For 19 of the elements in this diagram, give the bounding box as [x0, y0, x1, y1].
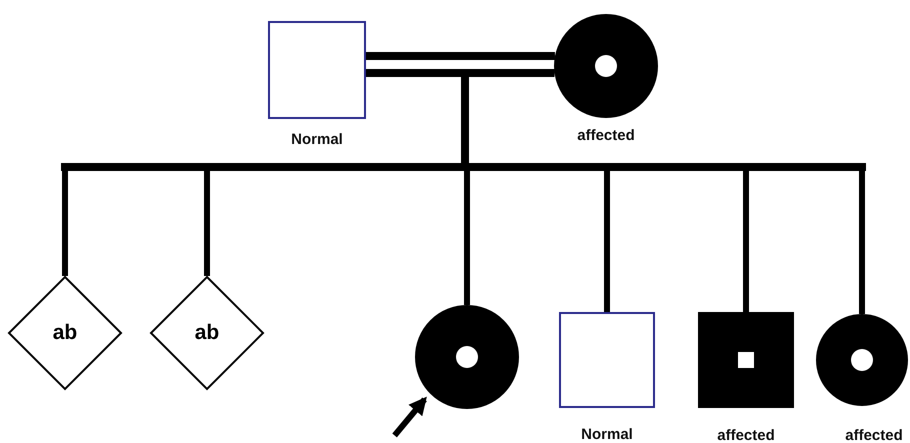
unknown-sex-diamond: [150, 276, 264, 390]
marriage-line: [366, 52, 555, 60]
genotype-label: ab: [194, 321, 220, 345]
descent-line: [859, 171, 865, 314]
marriage-line: [366, 69, 554, 77]
unknown-sex-diamond: [8, 276, 122, 390]
descent-line: [464, 171, 470, 305]
status-label: Normal: [581, 426, 633, 443]
descent-line: [62, 171, 68, 276]
female-circle-affected: [415, 305, 519, 409]
descent-line: [743, 171, 749, 312]
descent-line: [604, 171, 610, 312]
status-label: affected: [577, 127, 635, 144]
proband-arrow: [392, 396, 427, 438]
status-label: affected: [845, 427, 903, 443]
descent-line: [204, 171, 210, 276]
status-label: affected: [717, 427, 775, 443]
genotype-label: ab: [52, 321, 78, 345]
status-label: Normal: [291, 131, 343, 148]
